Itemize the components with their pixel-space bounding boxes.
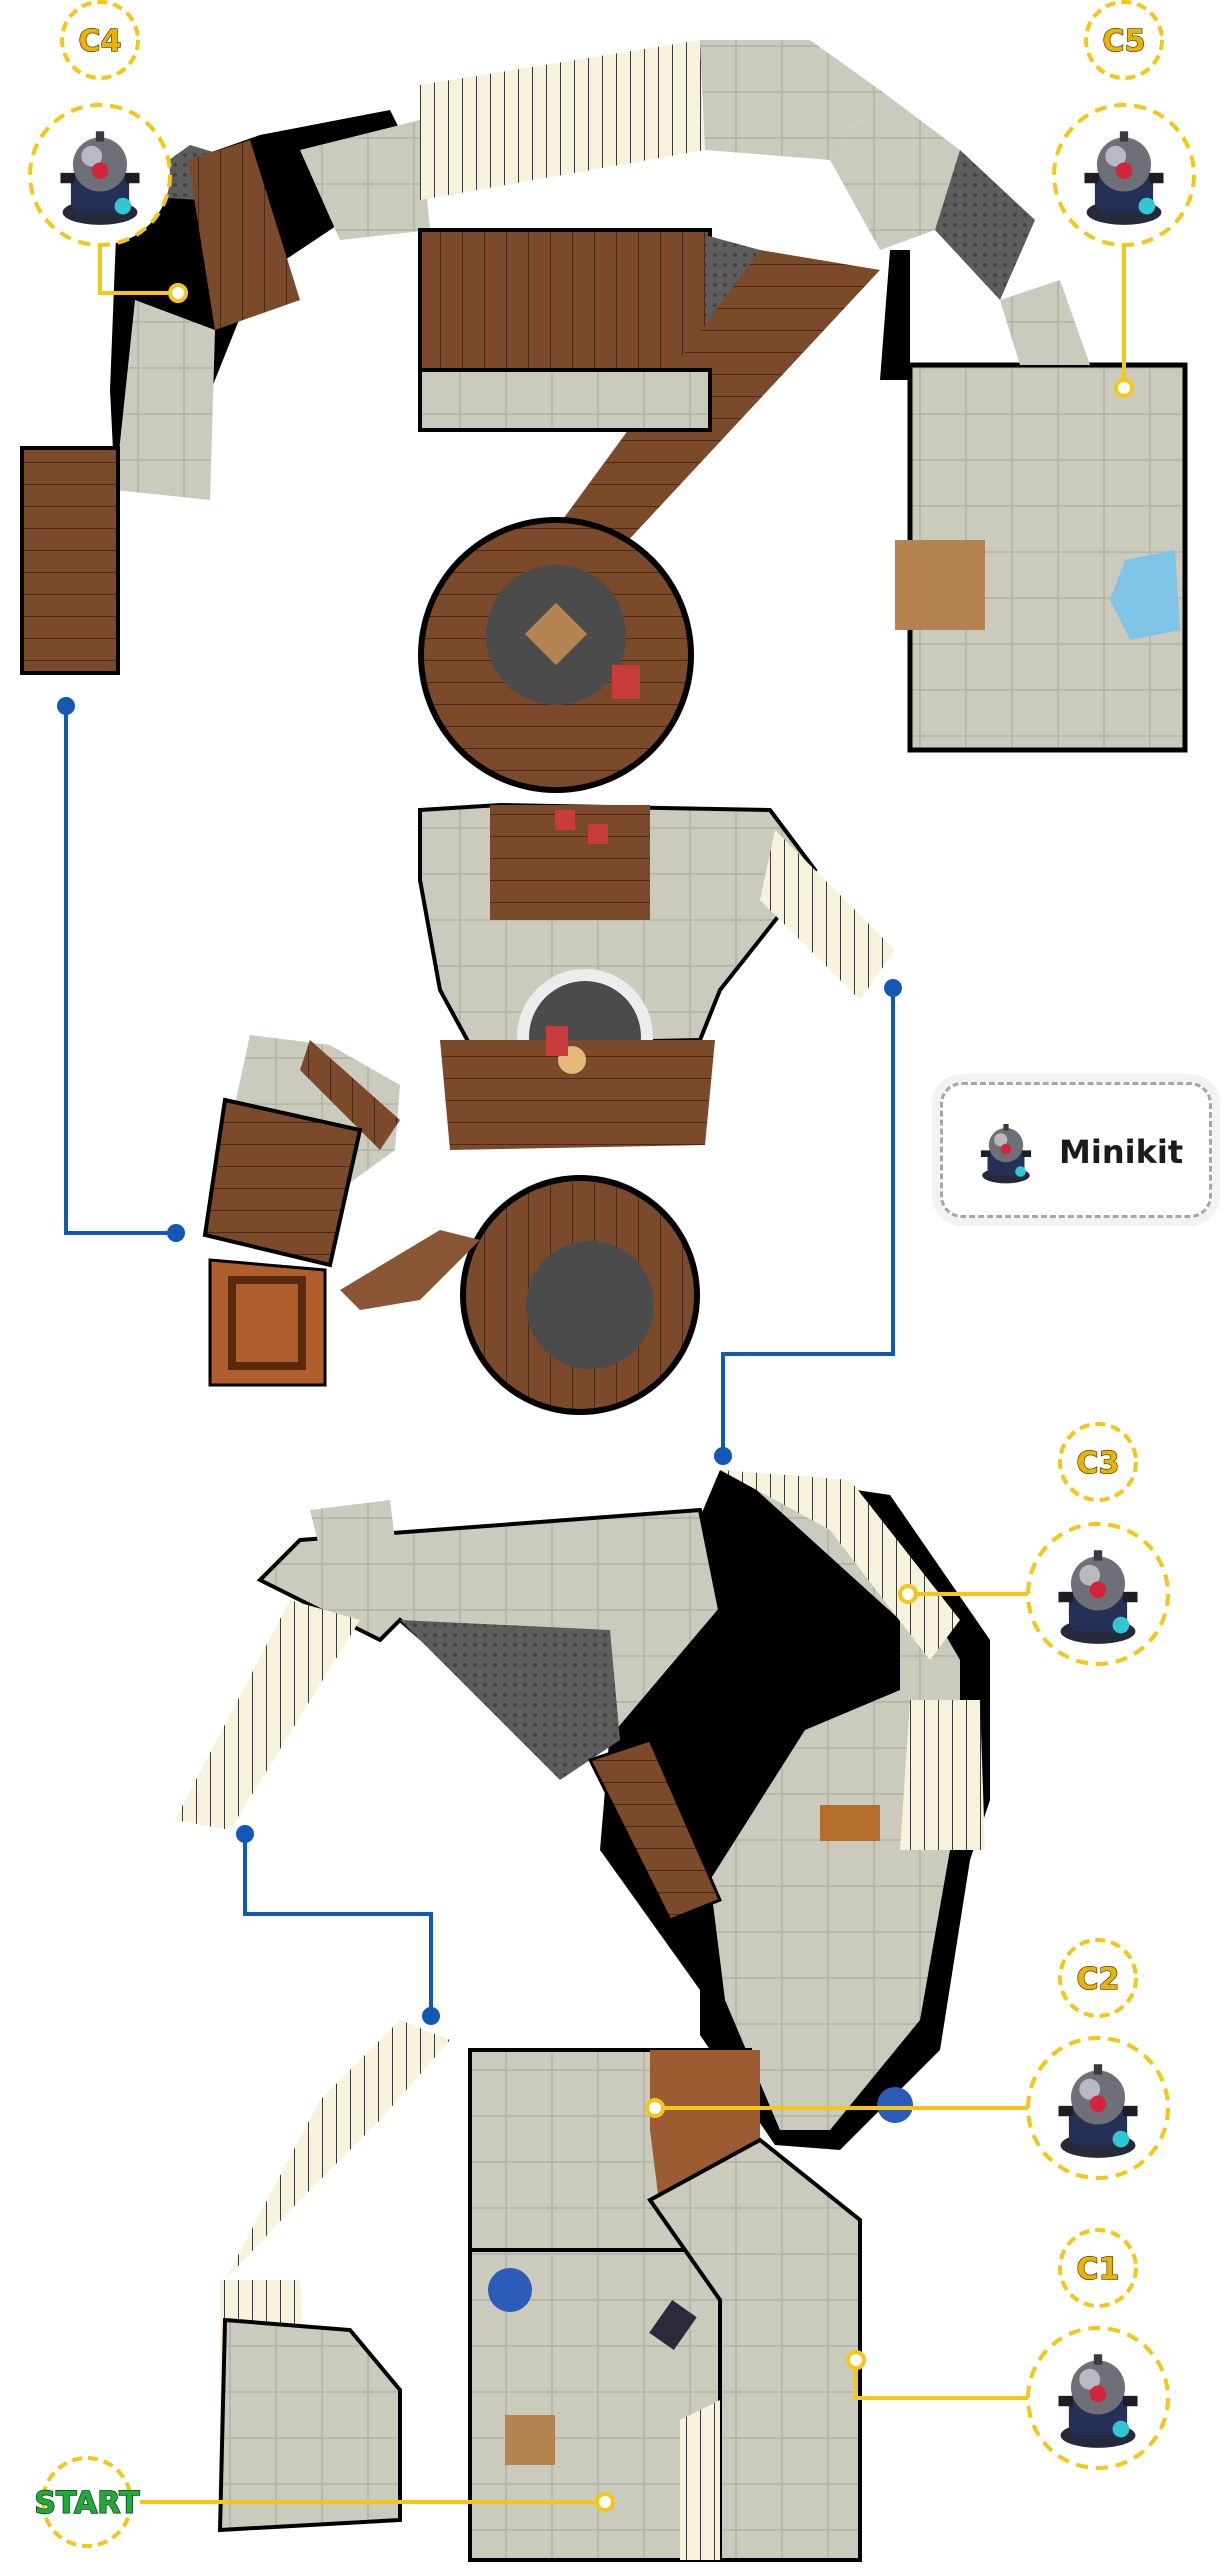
spiral-staircase-middle: [202, 1035, 700, 1415]
start-label: START: [34, 2486, 140, 2521]
spiral-staircase-top: [418, 517, 694, 793]
collectible-c4[interactable]: C4: [28, 0, 172, 247]
upper-deck: [20, 40, 1188, 753]
entry-deck: [217, 2020, 862, 2562]
route-endpoints: [57, 697, 902, 2025]
collectible-c5[interactable]: C5: [1052, 0, 1196, 247]
collectible-c4-label: C4: [79, 24, 122, 59]
collectible-c1-label: C1: [1077, 2252, 1120, 2287]
collectible-leaders: [98, 245, 1126, 2504]
collectible-points: [168, 283, 1134, 2512]
legend: Minikit: [940, 1082, 1212, 1218]
route-line: [64, 706, 895, 2016]
collectible-c2[interactable]: C2: [1026, 1938, 1170, 2180]
lower-deck: [175, 1470, 990, 2150]
middle-deck: [418, 802, 895, 1150]
collectible-c5-label: C5: [1103, 24, 1146, 59]
start-marker[interactable]: START: [34, 2456, 141, 2548]
collectible-c3-label: C3: [1077, 1446, 1120, 1481]
minikit-icon: [980, 1123, 1032, 1184]
collectible-c1[interactable]: C1: [1026, 2228, 1170, 2470]
collectible-c3[interactable]: C3: [1026, 1422, 1170, 1666]
legend-label: Minikit: [1059, 1133, 1184, 1171]
collectible-c2-label: C2: [1077, 1962, 1120, 1997]
